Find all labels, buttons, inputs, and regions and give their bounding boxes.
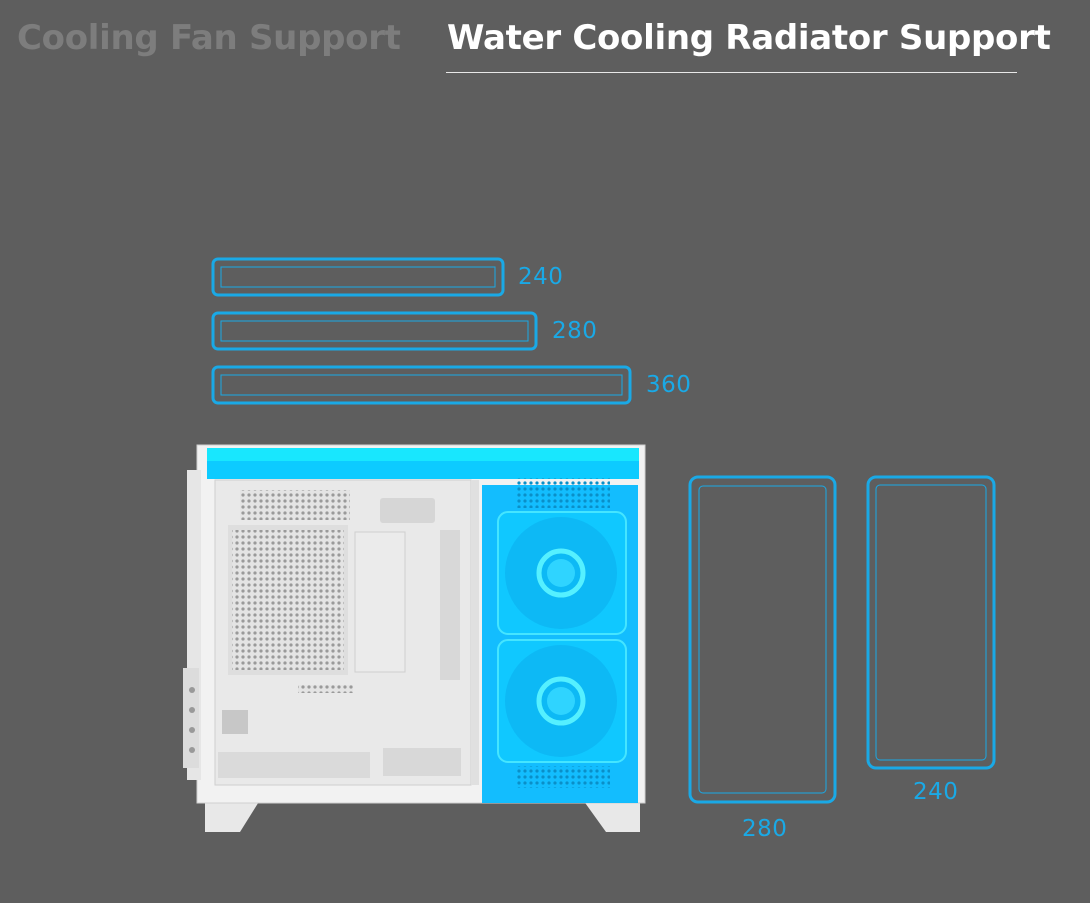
top-radiator-360-label: 360 (646, 372, 692, 398)
pc-case-illustration (183, 444, 646, 832)
fan-upper (497, 511, 627, 635)
tab-water-cooling-radiator-support[interactable]: Water Cooling Radiator Support (447, 18, 1051, 58)
front-radiator-240 (866, 475, 996, 770)
top-radiator-240 (211, 257, 505, 297)
top-radiator-280-label: 280 (552, 318, 598, 344)
top-radiator-280 (211, 311, 538, 351)
front-radiator-280-label: 280 (742, 816, 788, 842)
top-radiator-240-label: 240 (518, 264, 564, 290)
tab-cooling-fan-support[interactable]: Cooling Fan Support (17, 18, 401, 58)
fan-lower (497, 639, 627, 763)
active-tab-underline (446, 72, 1017, 73)
front-radiator-280 (688, 475, 837, 804)
front-radiator-240-label: 240 (913, 779, 959, 805)
top-radiator-360 (211, 365, 632, 405)
